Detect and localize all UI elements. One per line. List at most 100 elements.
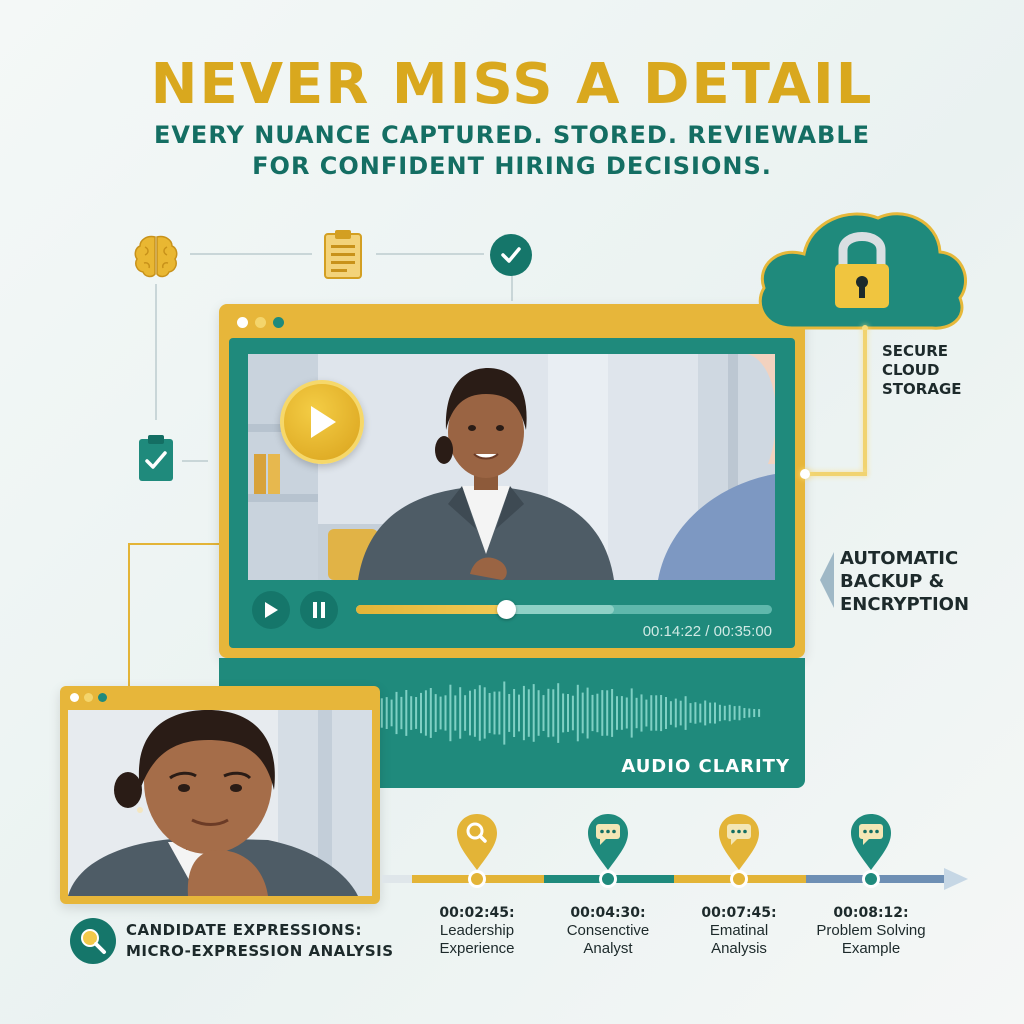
connector-line: [190, 253, 312, 255]
timeline-topic: Analysis: [711, 940, 767, 957]
window-dot[interactable]: [237, 317, 248, 328]
window-dot[interactable]: [98, 693, 107, 702]
waveform-bar: [714, 702, 716, 724]
page-title: NEVER MISS A DETAIL: [150, 52, 874, 117]
waveform-bar: [469, 690, 471, 736]
timeline-lead: [382, 875, 412, 883]
waveform-bar: [488, 693, 491, 734]
waveform-bar: [552, 689, 555, 737]
progress-handle[interactable]: [496, 600, 516, 619]
waveform-bar: [748, 708, 751, 718]
waveform-bar: [390, 699, 393, 727]
waveform-bar: [694, 702, 697, 724]
cloud-label-line: CLOUD: [882, 361, 940, 379]
waveform-bar: [689, 703, 692, 723]
pause-button[interactable]: [300, 591, 338, 629]
waveform-bar: [728, 704, 731, 722]
timeline-topic: Problem Solving: [816, 922, 926, 939]
waveform-bar: [434, 694, 437, 732]
time-separator: /: [705, 623, 714, 640]
waveform-bar: [581, 692, 584, 734]
window-controls: [237, 317, 284, 328]
waveform-bar: [562, 693, 565, 733]
pause-icon: [313, 602, 325, 618]
waveform-bar: [733, 706, 736, 720]
timeline-dot[interactable]: [730, 870, 748, 888]
waveform-bar: [571, 695, 574, 731]
chat-icon: [849, 812, 893, 872]
waveform-bar: [684, 696, 687, 730]
timeline-topic: Experience: [439, 940, 515, 957]
timeline-dot[interactable]: [468, 870, 486, 888]
check-circle-icon: [490, 234, 532, 276]
search-icon: [81, 929, 106, 954]
waveform-bar: [405, 690, 408, 736]
window-dot[interactable]: [70, 693, 79, 702]
search-button[interactable]: [70, 918, 116, 964]
waveform-bar: [380, 698, 383, 728]
connector-line: [511, 275, 513, 301]
timeline-dot[interactable]: [599, 870, 617, 888]
progress-fill: [356, 605, 506, 614]
connector-line: [182, 460, 208, 462]
candidate-closeup-video[interactable]: [68, 710, 372, 896]
waveform-bar: [454, 695, 457, 731]
waveform-bar: [532, 684, 535, 742]
waveform-bar: [630, 688, 633, 738]
chat-icon: [586, 812, 630, 872]
waveform-bar: [596, 693, 599, 733]
storage-connector: [804, 472, 867, 476]
waveform-bar: [518, 694, 520, 732]
waveform-bar: [645, 699, 648, 727]
waveform-bar: [576, 684, 579, 742]
candidate-caption: CANDIDATE EXPRESSIONS: MICRO-EXPRESSION …: [126, 920, 394, 962]
timeline-time: 00:08:12:: [833, 905, 909, 921]
waveform-bar: [444, 695, 447, 731]
waveform-bar: [537, 690, 540, 736]
clipboard-check-icon: [134, 432, 178, 484]
caption-line-2: MICRO-EXPRESSION ANALYSIS: [126, 942, 394, 960]
waveform-bar: [542, 695, 545, 731]
play-overlay-button[interactable]: [280, 380, 364, 464]
waveform-bar: [415, 697, 418, 729]
waveform-bar: [508, 694, 511, 732]
connector-line: [155, 284, 157, 420]
waveform-bar: [395, 691, 398, 735]
window-dot[interactable]: [273, 317, 284, 328]
waveform-bar: [635, 697, 638, 729]
waveform-bar: [547, 688, 550, 738]
waveform-bar: [679, 700, 682, 726]
waveform-bar: [620, 696, 623, 730]
candidate-window: [60, 686, 380, 904]
waveform-bar: [483, 687, 486, 739]
timeline-time: 00:02:45:: [439, 905, 515, 921]
waveform-bar: [586, 687, 589, 739]
waveform-bar: [674, 698, 677, 728]
timeline-dot[interactable]: [862, 870, 880, 888]
backup-label-line: BACKUP &: [840, 571, 945, 592]
window-dot[interactable]: [84, 693, 93, 702]
window-controls: [70, 693, 107, 702]
waveform-bar: [723, 705, 726, 721]
glow-dot: [862, 325, 868, 331]
window-dot[interactable]: [255, 317, 266, 328]
waveform-bar: [449, 684, 452, 742]
timeline-topic: Ematinal: [709, 922, 769, 939]
timeline-time: 00:07:45:: [701, 905, 777, 921]
waveform-bar: [699, 703, 702, 723]
waveform-bar: [743, 708, 746, 718]
waveform-bar: [704, 700, 707, 726]
total-time: 00:35:00: [713, 623, 772, 640]
cloud-storage-label: SECURE CLOUD STORAGE: [882, 342, 962, 399]
time-readout: 00:14:22 / 00:35:00: [600, 623, 772, 640]
arrow-right-icon: [944, 868, 968, 890]
connector-line: [128, 543, 130, 686]
waveform-bar: [513, 689, 516, 737]
search-icon: [455, 812, 499, 872]
waveform-bar: [665, 697, 667, 729]
waveform-bar: [459, 687, 462, 739]
play-button[interactable]: [252, 591, 290, 629]
